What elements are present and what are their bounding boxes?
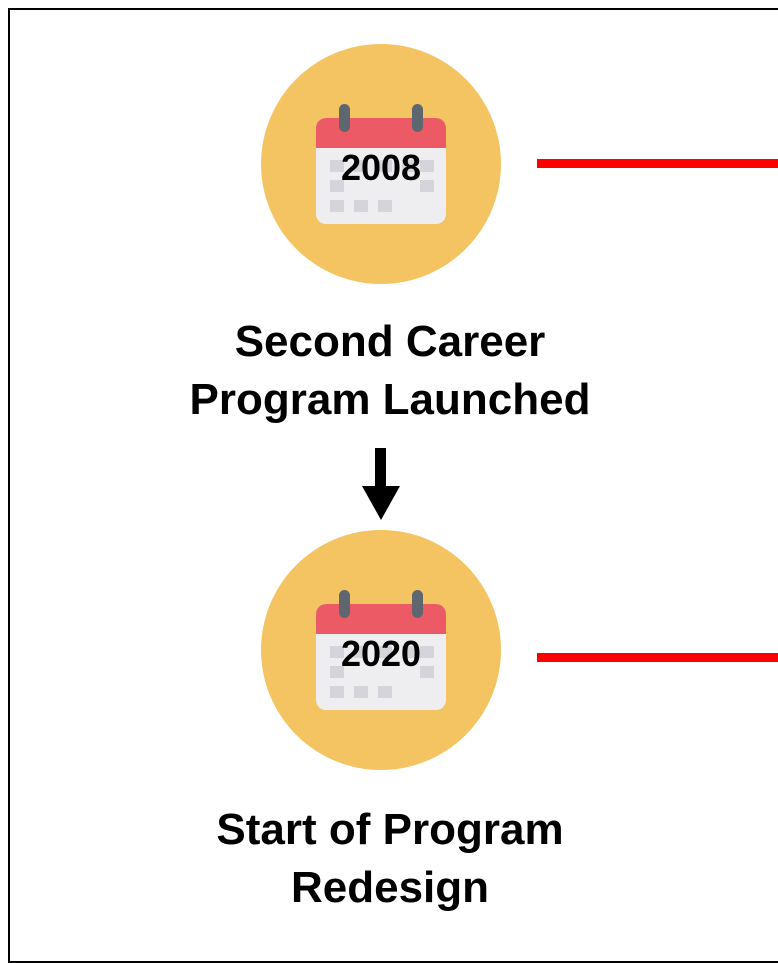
milestone-label-line1: Second Career xyxy=(234,317,546,366)
milestone-2008-circle: 2008 xyxy=(261,44,501,284)
milestone-label: Start of Program Redesign xyxy=(160,801,620,917)
milestone-label: Second Career Program Launched xyxy=(160,313,620,429)
down-arrow-head xyxy=(362,486,400,520)
connector-line xyxy=(537,653,778,662)
down-arrow-icon xyxy=(375,448,386,488)
connector-line xyxy=(537,159,778,168)
milestone-year: 2020 xyxy=(340,633,422,674)
milestone-year: 2008 xyxy=(340,147,422,188)
milestone-label-line1: Start of Program xyxy=(216,805,564,854)
calendar-icon: 2008 xyxy=(316,104,446,224)
milestone-label-line2: Program Launched xyxy=(189,375,591,424)
milestone-label-line2: Redesign xyxy=(290,863,490,912)
calendar-icon: 2020 xyxy=(316,590,446,710)
milestone-2020-circle: 2020 xyxy=(261,530,501,770)
